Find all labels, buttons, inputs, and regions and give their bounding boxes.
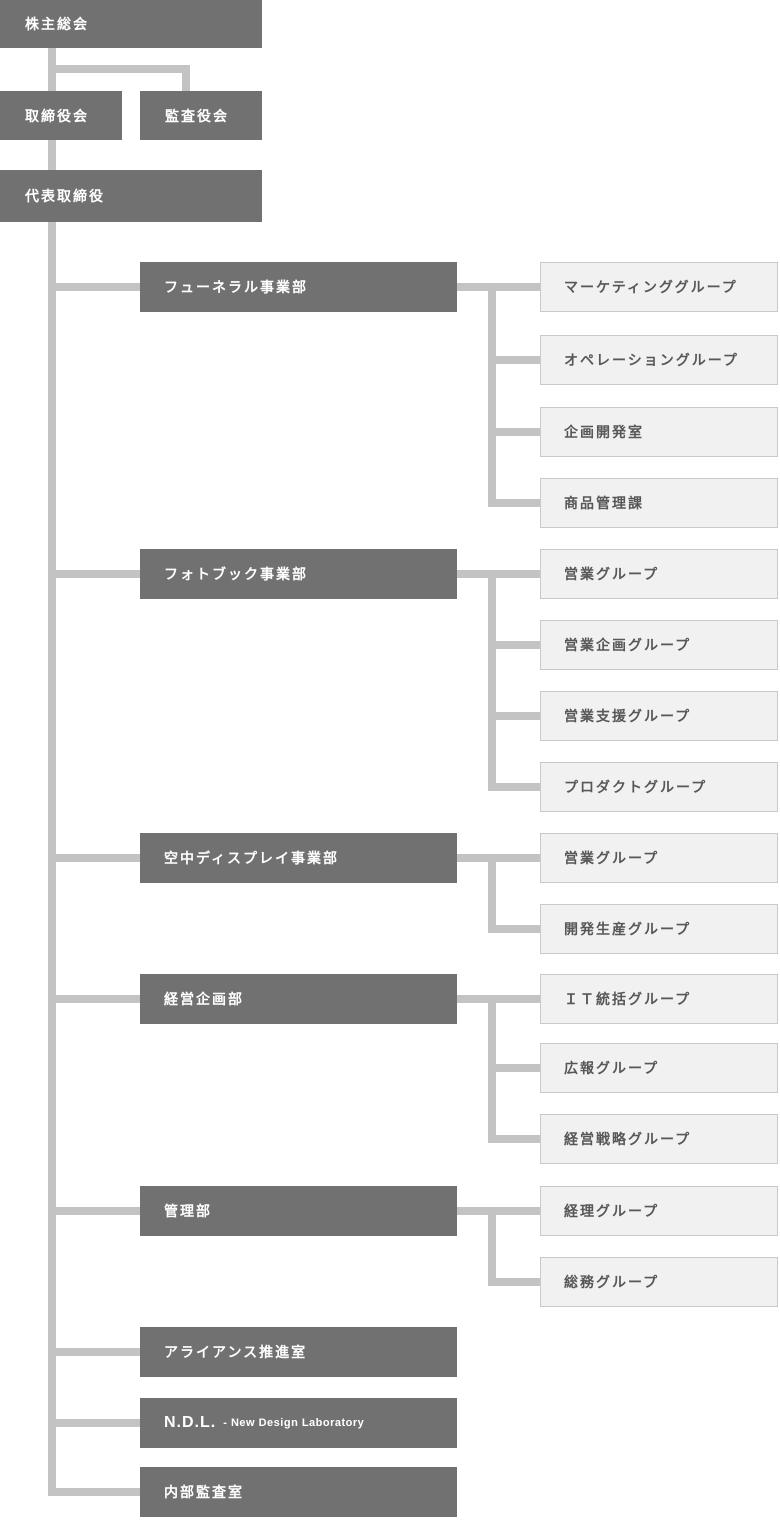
connector-trunk-seg2: [48, 140, 56, 170]
group-aerial-dev-production-label: 開発生産グループ: [564, 921, 692, 937]
connector-photobook-g3: [488, 712, 540, 720]
board-of-directors-label: 取締役会: [25, 107, 89, 124]
group-funeral-marketing-label: マーケティンググループ: [564, 279, 738, 295]
group-planning-strategy-label: 経営戦略グループ: [564, 1131, 692, 1147]
connector-photobook-g4: [488, 783, 540, 791]
box-shareholders-meeting: 株主総会: [0, 0, 262, 48]
connector-admin-v: [488, 1207, 496, 1286]
dept-internal-audit-label: 内部監査室: [164, 1484, 244, 1500]
box-dept-aerial-display: 空中ディスプレイ事業部: [140, 833, 457, 883]
group-photobook-sales-label: 営業グループ: [564, 566, 660, 582]
group-planning-it-label: ＩＴ統括グループ: [564, 991, 692, 1007]
group-photobook-product-label: プロダクトグループ: [564, 779, 708, 795]
dept-administration-label: 管理部: [164, 1203, 212, 1219]
connector-photobook-v: [488, 570, 496, 791]
connector-stub-planning: [48, 995, 140, 1003]
connector-funeral-v: [488, 283, 496, 507]
box-group-funeral-marketing: マーケティンググループ: [540, 262, 778, 312]
connector-funeral-out: [457, 283, 496, 291]
connector-funeral-g4: [488, 499, 540, 507]
group-planning-pr-label: 広報グループ: [564, 1060, 660, 1076]
connector-audit-branch-v: [182, 65, 190, 91]
box-group-photobook-sales: 営業グループ: [540, 549, 778, 599]
connector-admin-g1: [488, 1207, 540, 1215]
dept-corporate-planning-label: 経営企画部: [164, 991, 244, 1007]
box-dept-corporate-planning: 経営企画部: [140, 974, 457, 1024]
group-funeral-product-mgmt-label: 商品管理課: [564, 495, 644, 511]
box-group-aerial-dev-production: 開発生産グループ: [540, 904, 778, 954]
group-funeral-operation-label: オペレーショングループ: [564, 352, 739, 368]
box-group-admin-accounting: 経理グループ: [540, 1186, 778, 1236]
connector-stub-ndl: [48, 1419, 140, 1427]
box-dept-administration: 管理部: [140, 1186, 457, 1236]
dept-alliance-promotion-label: アライアンス推進室: [164, 1344, 308, 1360]
box-group-planning-it: ＩＴ統括グループ: [540, 974, 778, 1024]
shareholders-meeting-label: 株主総会: [25, 16, 89, 32]
connector-stub-photobook: [48, 570, 140, 578]
connector-funeral-g2: [488, 356, 540, 364]
box-group-photobook-product: プロダクトグループ: [540, 762, 778, 812]
dept-ndl-sub-label: - New Design Laboratory: [223, 1417, 365, 1429]
dept-aerial-display-label: 空中ディスプレイ事業部: [164, 850, 340, 866]
connector-photobook-g1: [488, 570, 540, 578]
connector-photobook-out: [457, 570, 496, 578]
connector-planning-out: [457, 995, 496, 1003]
connector-stub-internal-audit: [48, 1488, 140, 1496]
box-group-admin-general-affairs: 総務グループ: [540, 1257, 778, 1307]
group-photobook-sales-planning-label: 営業企画グループ: [564, 637, 692, 653]
connector-aerial-g1: [488, 854, 540, 862]
group-aerial-sales-label: 営業グループ: [564, 850, 660, 866]
box-representative-director: 代表取締役: [0, 170, 262, 222]
connector-stub-alliance: [48, 1348, 140, 1356]
box-group-planning-strategy: 経営戦略グループ: [540, 1114, 778, 1164]
group-admin-accounting-label: 経理グループ: [564, 1203, 660, 1219]
box-group-aerial-sales: 営業グループ: [540, 833, 778, 883]
box-group-funeral-product-mgmt: 商品管理課: [540, 478, 778, 528]
representative-director-label: 代表取締役: [25, 188, 105, 204]
connector-admin-g2: [488, 1278, 540, 1286]
box-group-photobook-sales-support: 営業支援グループ: [540, 691, 778, 741]
box-audit-board: 監査役会: [140, 91, 262, 140]
box-group-funeral-planning-dev: 企画開発室: [540, 407, 778, 457]
box-group-planning-pr: 広報グループ: [540, 1043, 778, 1093]
box-dept-internal-audit: 内部監査室: [140, 1467, 457, 1517]
dept-photobook-label: フォトブック事業部: [164, 566, 308, 582]
connector-funeral-g3: [488, 428, 540, 436]
box-dept-funeral: フューネラル事業部: [140, 262, 457, 312]
box-board-of-directors: 取締役会: [0, 91, 122, 140]
connector-aerial-v: [488, 854, 496, 933]
connector-admin-out: [457, 1207, 496, 1215]
dept-funeral-label: フューネラル事業部: [164, 279, 308, 295]
connector-stub-funeral: [48, 283, 140, 291]
connector-stub-admin: [48, 1207, 140, 1215]
box-dept-ndl: N.D.L. - New Design Laboratory: [140, 1398, 457, 1448]
group-funeral-planning-dev-label: 企画開発室: [564, 424, 644, 440]
connector-planning-g1: [488, 995, 540, 1003]
dept-ndl-label: N.D.L.: [164, 1414, 217, 1431]
box-dept-alliance-promotion: アライアンス推進室: [140, 1327, 457, 1377]
group-admin-general-affairs-label: 総務グループ: [564, 1274, 660, 1290]
group-photobook-sales-support-label: 営業支援グループ: [564, 708, 692, 724]
connector-planning-g3: [488, 1135, 540, 1143]
connector-funeral-g1: [488, 283, 540, 291]
connector-audit-branch-h: [48, 65, 190, 73]
connector-photobook-g2: [488, 641, 540, 649]
connector-aerial-out: [457, 854, 496, 862]
box-dept-photobook: フォトブック事業部: [140, 549, 457, 599]
connector-aerial-g2: [488, 925, 540, 933]
connector-planning-g2: [488, 1064, 540, 1072]
box-group-funeral-operation: オペレーショングループ: [540, 335, 778, 385]
audit-board-label: 監査役会: [165, 107, 229, 124]
connector-stub-aerial: [48, 854, 140, 862]
box-group-photobook-sales-planning: 営業企画グループ: [540, 620, 778, 670]
